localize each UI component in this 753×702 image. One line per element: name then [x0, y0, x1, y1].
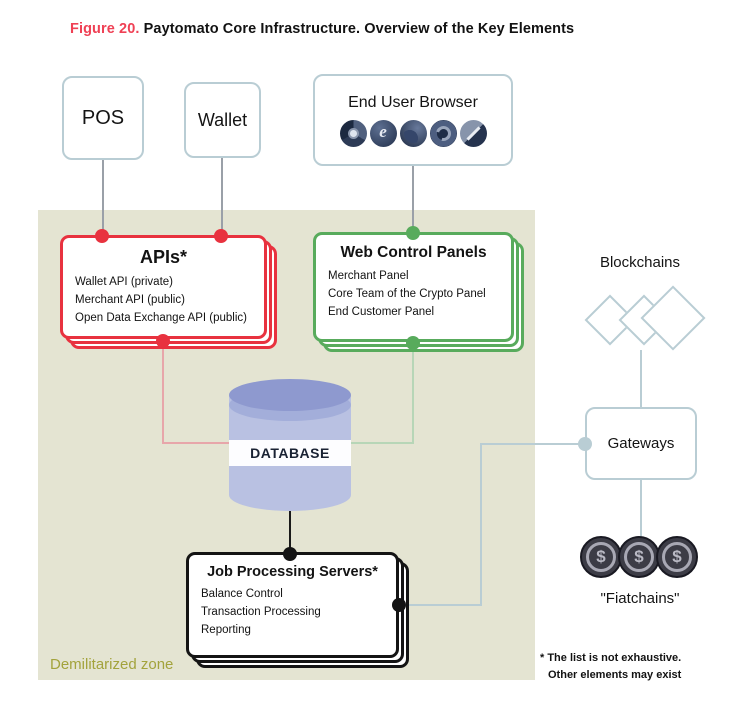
panels-title: Web Control Panels: [340, 244, 487, 261]
jobs-item: Transaction Processing: [201, 605, 321, 618]
footnote-line-2: Other elements may exist: [548, 668, 682, 681]
panels-item: Merchant Panel: [328, 270, 409, 282]
connector-gateways-fiatchains: [640, 480, 642, 537]
panels-item: Core Team of the Crypto Panel: [328, 287, 486, 300]
connection-dot-jobs-top: [283, 547, 297, 561]
apis-title: APIs*: [139, 247, 188, 267]
blockchain-diamond-icon: [640, 285, 706, 351]
database-cylinder: DATABASE: [229, 379, 351, 511]
wallet-node: Wallet: [184, 82, 261, 158]
gateways-label: Gateways: [607, 435, 675, 452]
figure-title: Figure 20. Paytomato Core Infrastructure…: [70, 21, 574, 37]
database-label: DATABASE: [250, 445, 330, 461]
jobs-title: Job Processing Servers*: [207, 564, 378, 580]
coin-icon: $: [580, 536, 622, 578]
connection-dot-browser-panels: [406, 226, 420, 240]
wallet-label: Wallet: [197, 109, 248, 130]
connection-dot-pos-apis: [95, 229, 109, 243]
jobs-item: Reporting: [201, 623, 251, 636]
apis-item: Open Data Exchange API (public): [75, 311, 247, 324]
jobs-item: Balance Control: [201, 588, 283, 600]
connector-apis-database-horizontal: [162, 442, 229, 444]
connector-database-jobs: [289, 508, 291, 554]
panels-items: Merchant Panel Core Team of the Crypto P…: [316, 262, 511, 321]
web-control-panels-box: Web Control Panels Merchant Panel Core T…: [313, 232, 514, 342]
browser-icons: [339, 119, 487, 147]
dollar-symbol: $: [624, 542, 654, 572]
coin-icon: $: [656, 536, 698, 578]
footnote: * The list is not exhaustive. Other elem…: [540, 650, 681, 683]
browser-label: End User Browser: [348, 93, 478, 111]
fiatchains-label: "Fiatchains": [600, 590, 680, 607]
footnote-line-1: * The list is not exhaustive.: [540, 652, 682, 664]
figure-text: Paytomato Core Infrastructure. Overview …: [143, 21, 575, 37]
connection-dot-apis-bottom: [156, 334, 170, 348]
connector-blockchains-gateways: [640, 350, 642, 407]
demilitarized-zone-label: Demilitarized zone: [50, 656, 174, 673]
dollar-symbol: $: [662, 542, 692, 572]
connector-jobs-gateways-horizontal-bottom: [399, 604, 482, 606]
connector-browser-panels: [412, 166, 414, 230]
blockchains-label: Blockchains: [599, 254, 681, 271]
coin-icon: $: [618, 536, 660, 578]
connection-dot-jobs-right: [392, 598, 406, 612]
pos-label: POS: [81, 106, 125, 129]
firefox-icon: [399, 119, 427, 147]
connection-dot-wallet-apis: [214, 229, 228, 243]
connection-dot-gateways-left: [578, 437, 592, 451]
panels-item: End Customer Panel: [328, 305, 435, 318]
browser-node: End User Browser: [313, 74, 513, 166]
apis-box: APIs* Wallet API (private) Merchant API …: [60, 235, 267, 339]
jobs-items: Balance Control Transaction Processing R…: [189, 580, 396, 639]
connector-pos-apis: [102, 160, 104, 232]
gateways-node: Gateways: [585, 407, 697, 480]
connector-wallet-apis: [221, 158, 223, 232]
apis-item: Merchant API (public): [75, 293, 185, 306]
job-processing-servers-box: Job Processing Servers* Balance Control …: [186, 552, 399, 658]
dollar-symbol: $: [586, 542, 616, 572]
connector-jobs-gateways-horizontal-top: [480, 443, 585, 445]
chrome-icon: [339, 119, 367, 147]
safari-icon: [459, 119, 487, 147]
apis-items: Wallet API (private) Merchant API (publi…: [63, 268, 264, 327]
connector-panels-database-horizontal: [351, 442, 413, 444]
apis-item: Wallet API (private): [75, 276, 173, 288]
connector-jobs-gateways-vertical: [480, 443, 482, 606]
connection-dot-panels-bottom: [406, 336, 420, 350]
pos-node: POS: [62, 76, 144, 160]
opera-icon: [429, 119, 457, 147]
ie-icon: [369, 119, 397, 147]
connector-apis-database-vertical: [162, 341, 164, 444]
figure-number: Figure 20.: [70, 21, 140, 37]
connector-panels-database-vertical: [412, 343, 414, 444]
